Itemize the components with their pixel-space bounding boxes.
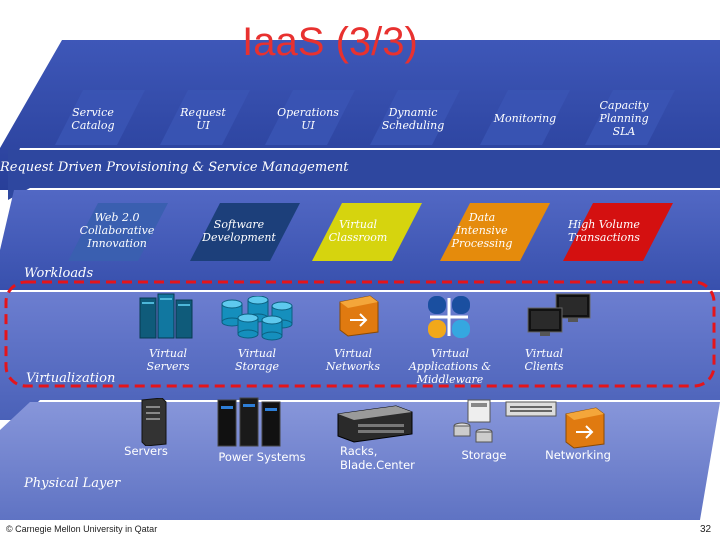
tile-monitoring: [480, 90, 570, 149]
virtualization-label: Virtualization: [26, 371, 116, 386]
page-number: 32: [700, 524, 712, 535]
tile-operations-ui: [265, 90, 355, 149]
virtual-networks: Virtual Networks: [325, 347, 381, 373]
top-band: [0, 40, 720, 190]
racks-icon: [336, 404, 414, 448]
workload-tile-virtual-classroom: [312, 203, 422, 265]
storage-array-icon: [504, 398, 560, 426]
virtualization-highlight: [4, 280, 716, 388]
physical-servers: Servers: [124, 444, 168, 458]
virtual-networks-icon: [336, 292, 382, 342]
slide-title: IaaS (3/3): [242, 20, 418, 64]
top-item-operations-ui: Operations UI: [277, 106, 339, 132]
workload-web20: Web 2.0 Collaborative Innovation: [79, 211, 155, 250]
virtual-storage-icon: [218, 295, 298, 346]
top-item-monitoring: Monitoring: [493, 112, 557, 125]
workload-software-development: Software Development: [202, 218, 276, 244]
tile-request-ui: [160, 90, 250, 149]
physical-storage: Storage: [461, 448, 507, 462]
servers-icon: [138, 397, 168, 450]
top-item-dynamic-scheduling: Dynamic Scheduling: [381, 106, 445, 132]
provisioning-label: Request Driven Provisioning & Service Ma…: [0, 160, 349, 175]
workload-tile-software-dev: [190, 203, 300, 265]
physical-layer-label: Physical Layer: [24, 476, 121, 491]
physical-racks-bladecenter: Racks, Blade.Center: [340, 444, 415, 472]
workload-virtual-classroom: Virtual Classroom: [328, 218, 388, 244]
virtual-applications-icon: [424, 292, 474, 346]
storage-icon: [450, 398, 510, 448]
provisioning-band: [8, 150, 720, 200]
networking-icon: [562, 404, 608, 454]
physical-networking: Networking: [545, 448, 611, 462]
tile-service-catalog: [55, 90, 145, 149]
physical-band: [0, 402, 720, 520]
workload-tile-high-volume: [563, 203, 673, 265]
virtual-applications-middleware: Virtual Applications & Middleware: [408, 347, 492, 386]
workload-tile-data-intensive: [440, 203, 550, 265]
top-item-service-catalog: Service Catalog: [71, 106, 115, 132]
virtual-clients: Virtual Clients: [524, 347, 564, 373]
virtual-storage: Virtual Storage: [235, 347, 279, 373]
workloads-label: Workloads: [24, 266, 94, 281]
copyright: © Carnegie Mellon University in Qatar: [6, 524, 158, 534]
physical-power-systems: Power Systems: [218, 450, 306, 464]
top-item-capacity-planning: Capacity Planning SLA: [599, 99, 649, 138]
top-item-request-ui: Request UI: [180, 106, 226, 132]
tile-dynamic-scheduling: [370, 90, 460, 149]
workload-tile-web20: [68, 203, 168, 265]
tile-capacity-planning: [585, 90, 675, 149]
virtual-clients-icon: [524, 292, 594, 346]
workload-high-volume-transactions: High Volume Transactions: [568, 218, 640, 244]
virtual-servers: Virtual Servers: [146, 347, 190, 373]
virtual-servers-icon: [138, 292, 198, 346]
power-systems-icon: [216, 396, 286, 452]
workload-data-intensive: Data Intensive Processing: [451, 211, 513, 250]
